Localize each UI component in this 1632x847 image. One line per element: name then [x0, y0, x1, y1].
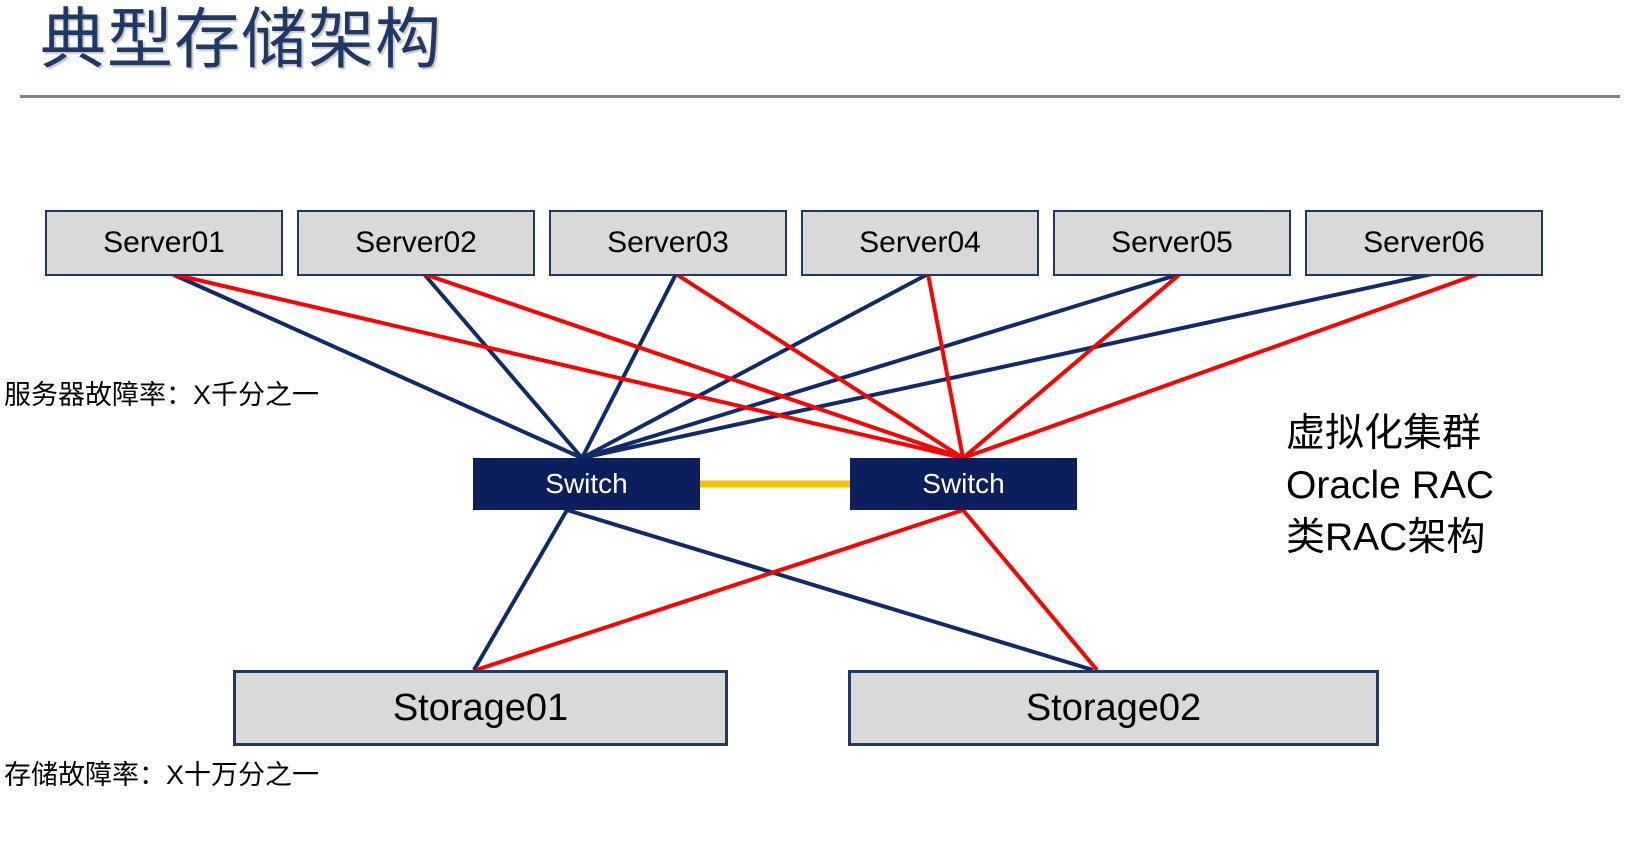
switch-node-right[interactable]: Switch — [850, 458, 1077, 510]
server-node-server01[interactable]: Server01 — [45, 210, 283, 276]
connector-server03-to-switch02 — [674, 272, 965, 460]
switch-label: Switch — [922, 468, 1005, 499]
cluster-note-line-1: 虚拟化集群 — [1286, 412, 1482, 455]
server-failure-rate-label: 服务器故障率：X千分之一 — [4, 380, 320, 410]
server-label: Server06 — [1363, 226, 1485, 259]
cluster-note-line-3: 类RAC架构 — [1286, 515, 1486, 559]
server-label: Server04 — [859, 226, 981, 259]
server-node-server03[interactable]: Server03 — [549, 210, 787, 276]
connector-server05-to-switch02 — [961, 272, 1182, 460]
cluster-note: 虚拟化集群 Oracle RAC 类RAC架构 — [1286, 408, 1494, 564]
server-label: Server03 — [607, 226, 729, 259]
connector-server04-to-switch02 — [926, 273, 965, 459]
server-node-server04[interactable]: Server04 — [801, 210, 1039, 276]
connector-server01-to-switch01 — [171, 272, 583, 460]
server-label: Server02 — [355, 226, 477, 259]
connector-server02-to-switch01 — [422, 272, 584, 460]
server-label: Server01 — [103, 226, 225, 259]
storage-label: Storage02 — [1025, 686, 1202, 729]
connector-switch01-to-storage01 — [472, 508, 569, 672]
connector-switch01-to-storage02 — [566, 508, 1094, 672]
server-node-server06[interactable]: Server06 — [1305, 210, 1543, 276]
switch-label: Switch — [545, 468, 628, 499]
switch-node-left[interactable]: Switch — [473, 458, 700, 510]
connector-server02-to-switch02 — [423, 272, 964, 460]
server-label: Server05 — [1111, 226, 1233, 259]
connector-switch02-to-storage01 — [475, 508, 964, 672]
storage-node-storage02[interactable]: Storage02 — [848, 670, 1379, 746]
connector-server01-to-switch02 — [171, 272, 964, 460]
cluster-note-line-2: Oracle RAC — [1286, 463, 1495, 507]
connector-server03-to-switch01 — [580, 273, 678, 459]
page-title: 典型存储架构 — [40, 2, 442, 76]
connector-switch02-to-storage02 — [961, 508, 1099, 672]
storage-failure-rate-label: 存储故障率：X十万分之一 — [4, 760, 320, 790]
title-divider — [20, 95, 1620, 98]
connector-server04-to-switch01 — [581, 272, 929, 460]
connector-server05-to-switch01 — [581, 272, 1181, 460]
server-node-server05[interactable]: Server05 — [1053, 210, 1291, 276]
storage-label: Storage01 — [392, 686, 569, 729]
storage-node-storage01[interactable]: Storage01 — [233, 670, 728, 746]
server-node-server02[interactable]: Server02 — [297, 210, 535, 276]
